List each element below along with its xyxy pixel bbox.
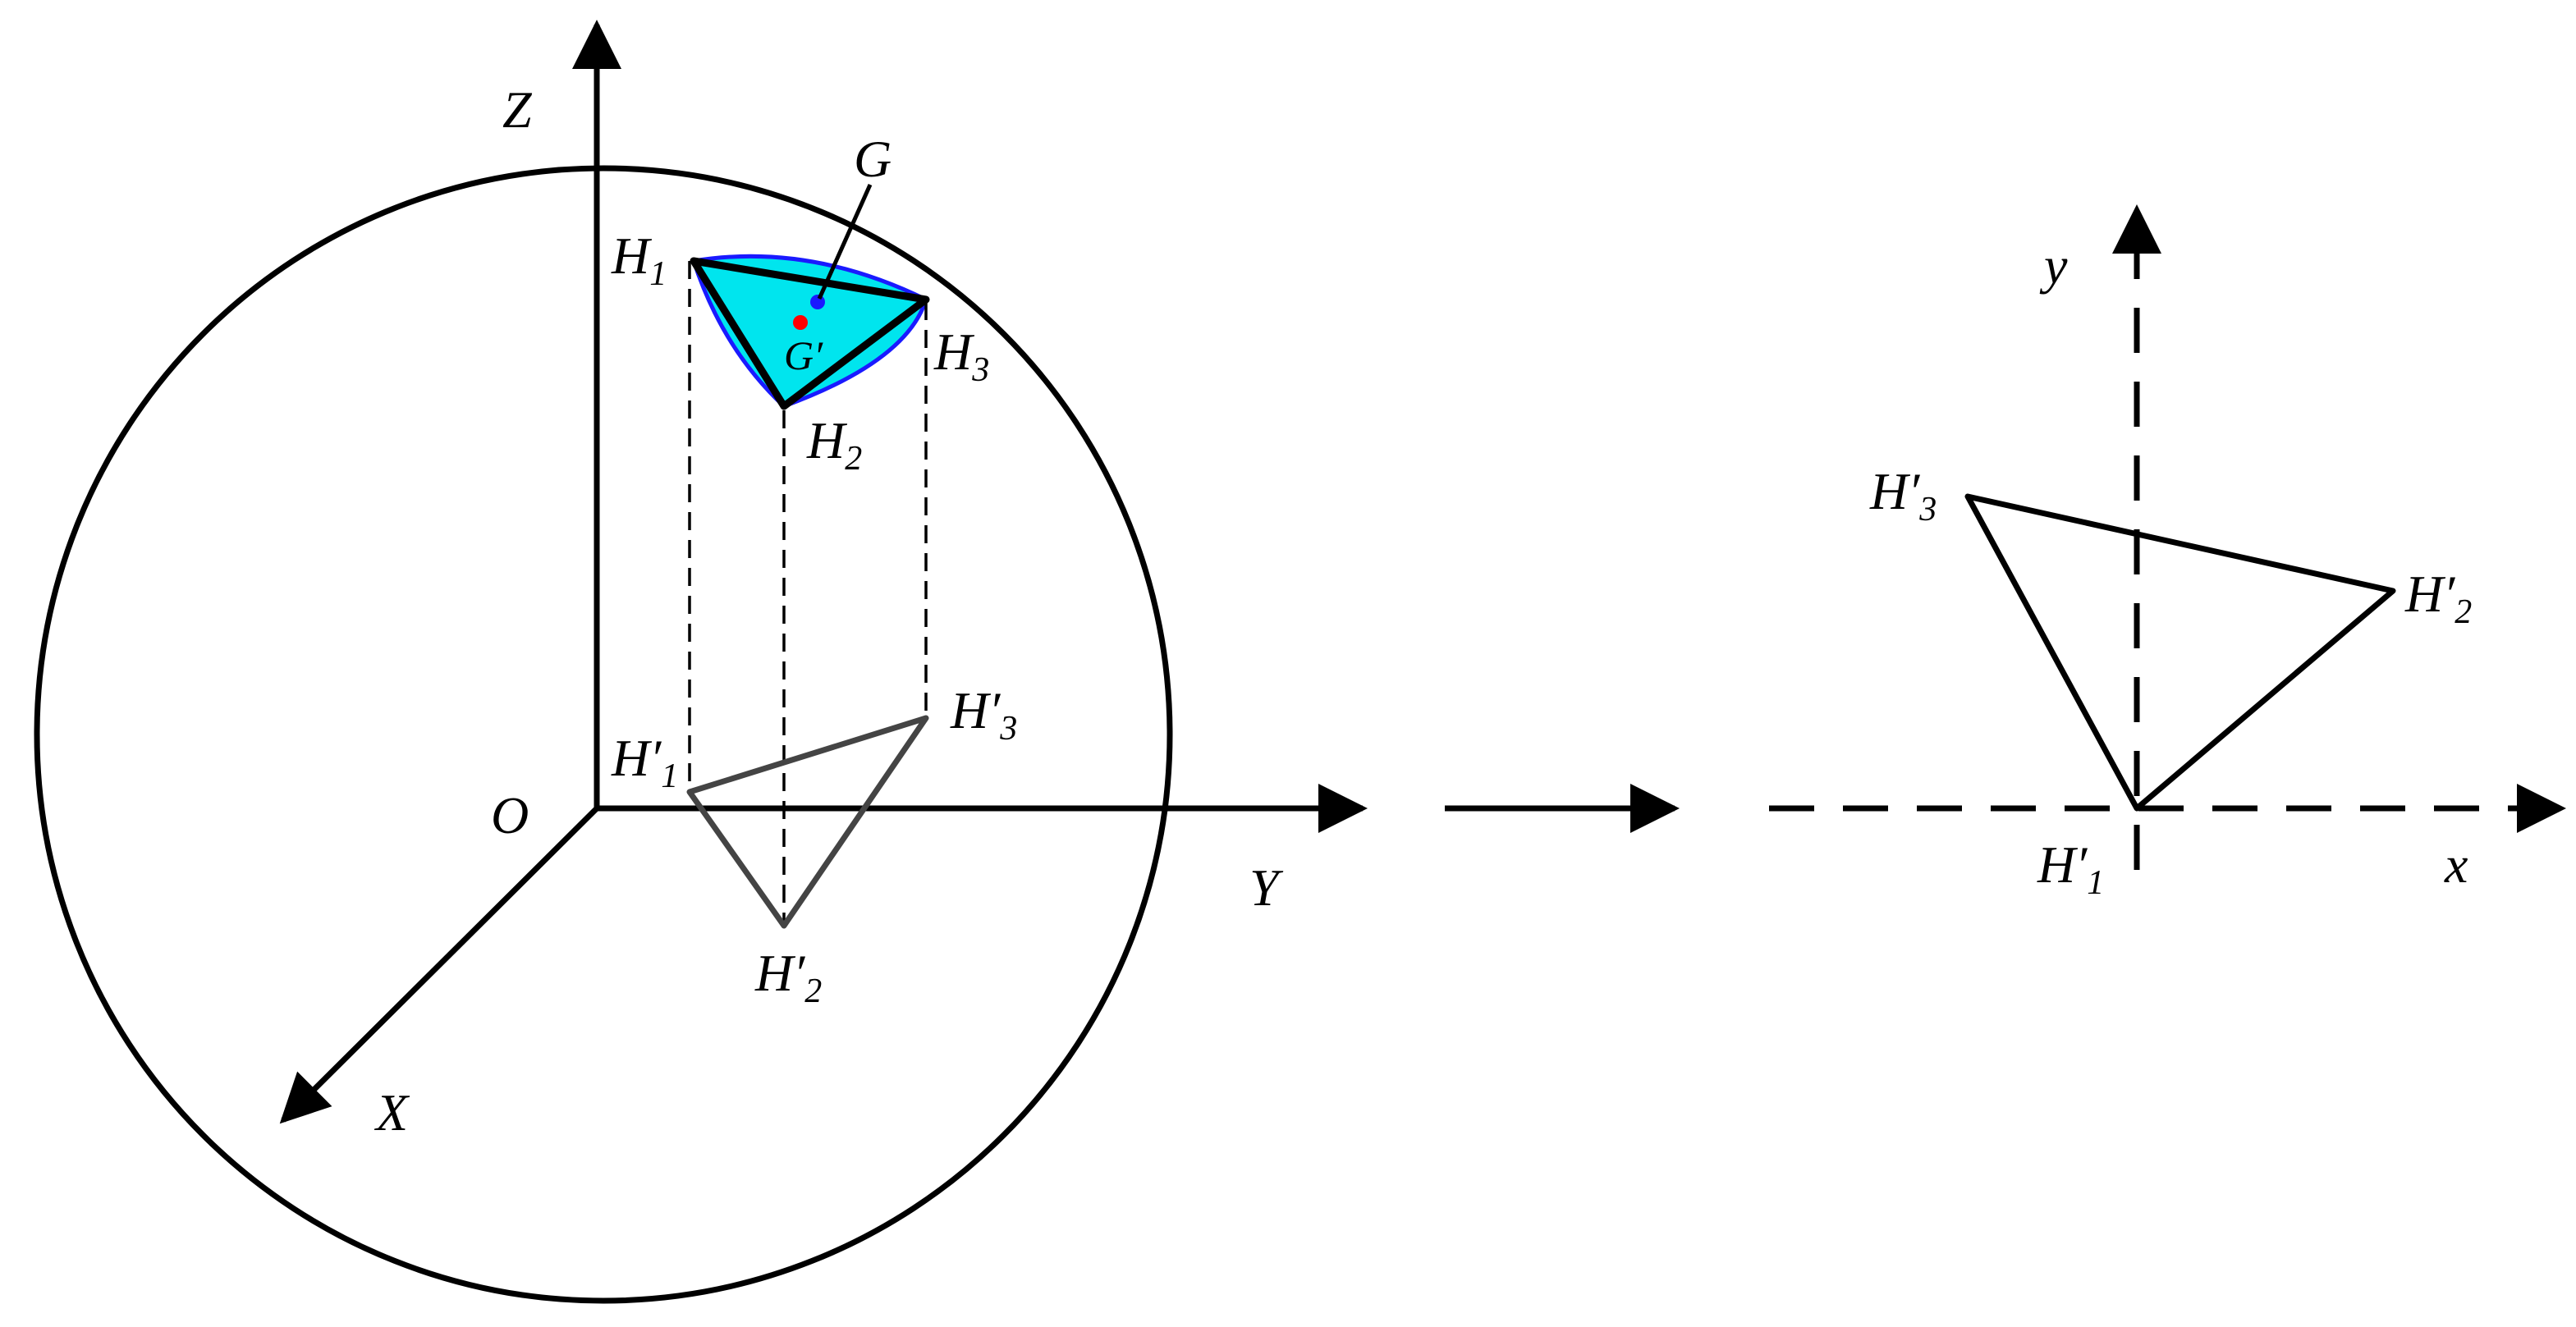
label-right-h2-prime: H′2 — [2404, 565, 2472, 631]
label-origin: O — [491, 786, 529, 844]
label-g-prime: G′ — [784, 332, 823, 378]
label-h2: H2 — [806, 411, 862, 478]
centroid-g — [810, 295, 825, 309]
flat-triangle — [690, 257, 930, 410]
label-right-h1-prime: H′1 — [2037, 835, 2104, 902]
sphere — [34, 165, 1173, 1304]
label-h2-prime: H′2 — [754, 944, 822, 1010]
label-y-right: y — [2039, 236, 2068, 295]
centroid-g-prime — [793, 315, 808, 330]
right-panel: x y H′1 H′2 H′3 — [1769, 204, 2566, 902]
x-axis — [279, 806, 599, 1124]
label-y: Y — [1249, 858, 1284, 917]
label-h3-prime: H′3 — [950, 681, 1017, 748]
right-triangle — [1964, 493, 2396, 812]
label-g: G — [854, 130, 892, 188]
projected-triangle — [686, 715, 929, 929]
label-h1: H1 — [611, 227, 667, 293]
arc-h3-h2 — [783, 299, 928, 409]
left-panel: Z Y X O H1 H2 H3 G G′ H′1 H′2 H′3 — [34, 20, 1368, 1304]
g-leader-line — [817, 183, 873, 300]
label-h1-prime: H′1 — [611, 729, 678, 795]
label-h3: H3 — [933, 323, 989, 389]
label-z: Z — [502, 80, 533, 139]
label-right-h3-prime: H′3 — [1869, 462, 1937, 529]
label-x-right: x — [2444, 835, 2468, 894]
label-x: X — [374, 1083, 410, 1142]
arc-h2-h1 — [691, 260, 786, 408]
arc-h1-h3 — [693, 254, 928, 302]
